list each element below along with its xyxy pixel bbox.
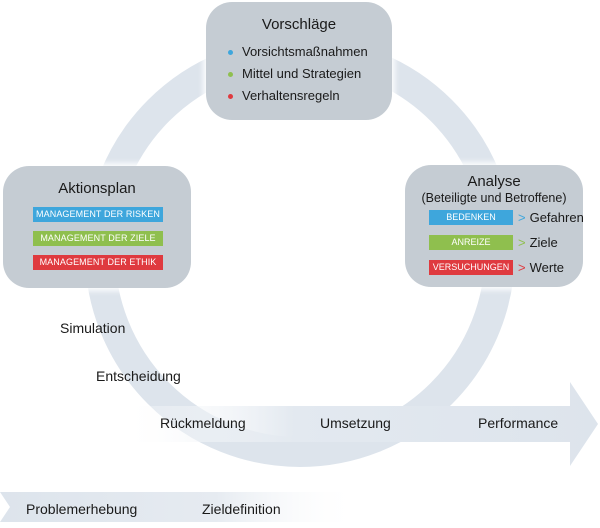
analyse-word-ziele: Ziele [529,235,558,250]
step-entscheidung: Entscheidung [96,368,181,384]
aktionsplan-tags: MANAGEMENT DER RISKEN MANAGEMENT DER ZIE… [33,207,191,270]
list-item-label: Vorsichtsmaßnahmen [242,44,368,59]
aktionsplan-title: Aktionsplan [58,180,136,197]
list-item: Mittel und Strategien [228,63,392,85]
step-rueckmeldung: Rückmeldung [160,415,246,431]
arrow-right-icon: > [518,260,526,275]
list-item: Verhaltensregeln [228,85,392,107]
step-simulation: Simulation [60,320,126,336]
analyse-word-werte: Werte [529,260,565,275]
analyse-title: Analyse [467,173,521,190]
vorschlaege-box: Vorschläge Vorsichtsmaßnahmen Mittel und… [206,2,392,120]
bottom-incoming-band [0,492,360,522]
step-umsetzung: Umsetzung [320,415,391,431]
tag-anreize: ANREIZE [429,235,513,250]
tag-versuchungen: VERSUCHUNGEN [429,260,513,275]
performance-arrow [130,382,598,466]
analyse-row-bedenken: BEDENKEN > Gefahren [429,209,584,226]
vorschlaege-list: Vorsichtsmaßnahmen Mittel und Strategien… [228,41,392,107]
list-item: Vorsichtsmaßnahmen [228,41,392,63]
arrow-right-icon: > [518,210,526,225]
step-performance: Performance [478,415,559,431]
analyse-row-versuchungen: VERSUCHUNGEN > Werte [429,259,564,276]
analyse-subtitle: (Beteiligte und Betroffene) [421,191,567,205]
tag-management-risken: MANAGEMENT DER RISKEN [33,207,163,222]
arrow-right-icon: > [518,235,526,250]
list-item-label: Verhaltensregeln [242,88,340,103]
list-item-label: Mittel und Strategien [242,66,362,81]
tag-management-ziele: MANAGEMENT DER ZIELE [33,231,163,246]
bullet-dot-icon [228,72,233,77]
tag-management-ethik: MANAGEMENT DER ETHIK [33,255,163,270]
bullet-dot-icon [228,94,233,99]
analyse-word-gefahren: Gefahren [529,210,584,225]
aktionsplan-box: Aktionsplan MANAGEMENT DER RISKEN MANAGE… [3,166,191,288]
tag-bedenken: BEDENKEN [429,210,513,225]
step-zieldefinition: Zieldefinition [202,501,281,517]
bullet-dot-icon [228,50,233,55]
analyse-box: Analyse (Beteiligte und Betroffene) BEDE… [405,165,584,287]
analyse-row-anreize: ANREIZE > Ziele [429,234,558,251]
step-problemerhebung: Problemerhebung [26,501,138,517]
vorschlaege-title: Vorschläge [261,16,337,33]
